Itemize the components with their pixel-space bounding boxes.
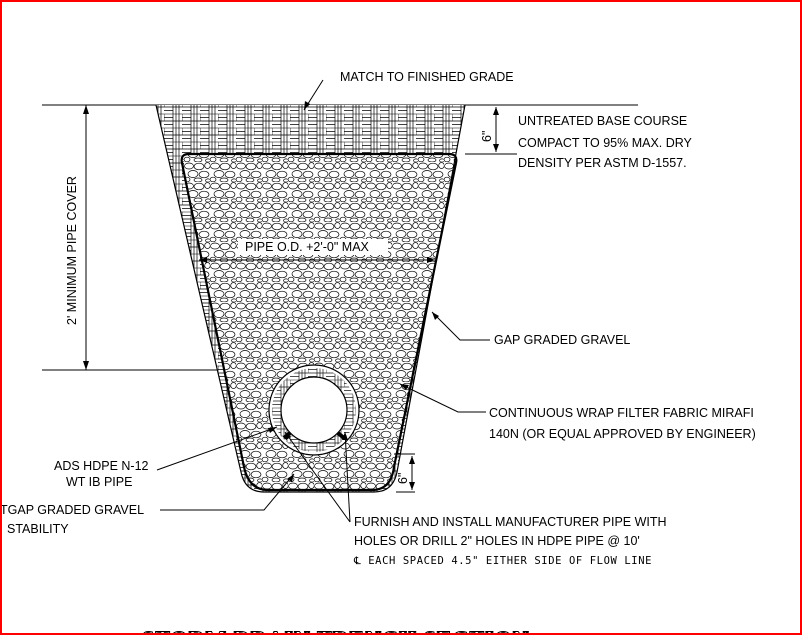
ads-pipe-label-line1: ADS HDPE N-12 bbox=[54, 459, 149, 473]
furnish-leader-right bbox=[344, 431, 351, 523]
furnish-label-line1: FURNISH AND INSTALL MANUFACTURER PIPE WI… bbox=[354, 515, 667, 529]
furnish-label-line2: HOLES OR DRILL 2" HOLES IN HDPE PIPE @ 1… bbox=[354, 534, 640, 548]
pipe-hole-right bbox=[336, 431, 346, 440]
base-course-label-line2: COMPACT TO 95% MAX. DRY bbox=[518, 136, 693, 150]
gap-gravel-leader bbox=[431, 311, 490, 341]
base-course-label-line3: DENSITY PER ASTM D-1557. bbox=[518, 156, 687, 170]
finished-grade-label: MATCH TO FINISHED GRADE bbox=[340, 70, 514, 84]
filter-fabric-leader bbox=[399, 383, 486, 413]
furnish-label-line3: ℄ EACH SPACED 4.5" EITHER SIDE OF FLOW L… bbox=[353, 555, 652, 567]
ads-pipe-leader bbox=[156, 426, 278, 471]
pipe-cover-label: 2' MINIMUM PIPE COVER bbox=[65, 176, 79, 325]
gravel-wrap-fabric bbox=[180, 152, 458, 492]
bedding-leader bbox=[160, 473, 295, 511]
furnish-leader-left bbox=[284, 431, 351, 523]
trench-walls bbox=[155, 104, 466, 493]
gap-gravel-label: GAP GRADED GRAVEL bbox=[494, 333, 630, 347]
base-course-depth-label: 6" bbox=[480, 131, 494, 142]
pipe-inner-wall bbox=[280, 376, 348, 444]
bedding-depth-label: 6" bbox=[396, 473, 410, 484]
drawing-title: STORM DRAIN TRENCH SECTION bbox=[142, 626, 530, 635]
base-course-label-line1: UNTREATED BASE COURSE bbox=[518, 114, 687, 128]
pipe-od-label: PIPE O.D. +2'-0" MAX bbox=[245, 240, 370, 254]
filter-fabric-label-line2: 140N (OR EQUAL APPROVED BY ENGINEER) bbox=[489, 427, 756, 441]
ads-pipe-label-line2: WT IB PIPE bbox=[66, 475, 132, 489]
filter-fabric-label-line1: CONTINUOUS WRAP FILTER FABRIC MIRAFI bbox=[489, 406, 754, 420]
bedding-label-line1: TGAP GRADED GRAVEL bbox=[2, 503, 144, 517]
bedding-label-line2: STABILITY bbox=[7, 522, 69, 536]
